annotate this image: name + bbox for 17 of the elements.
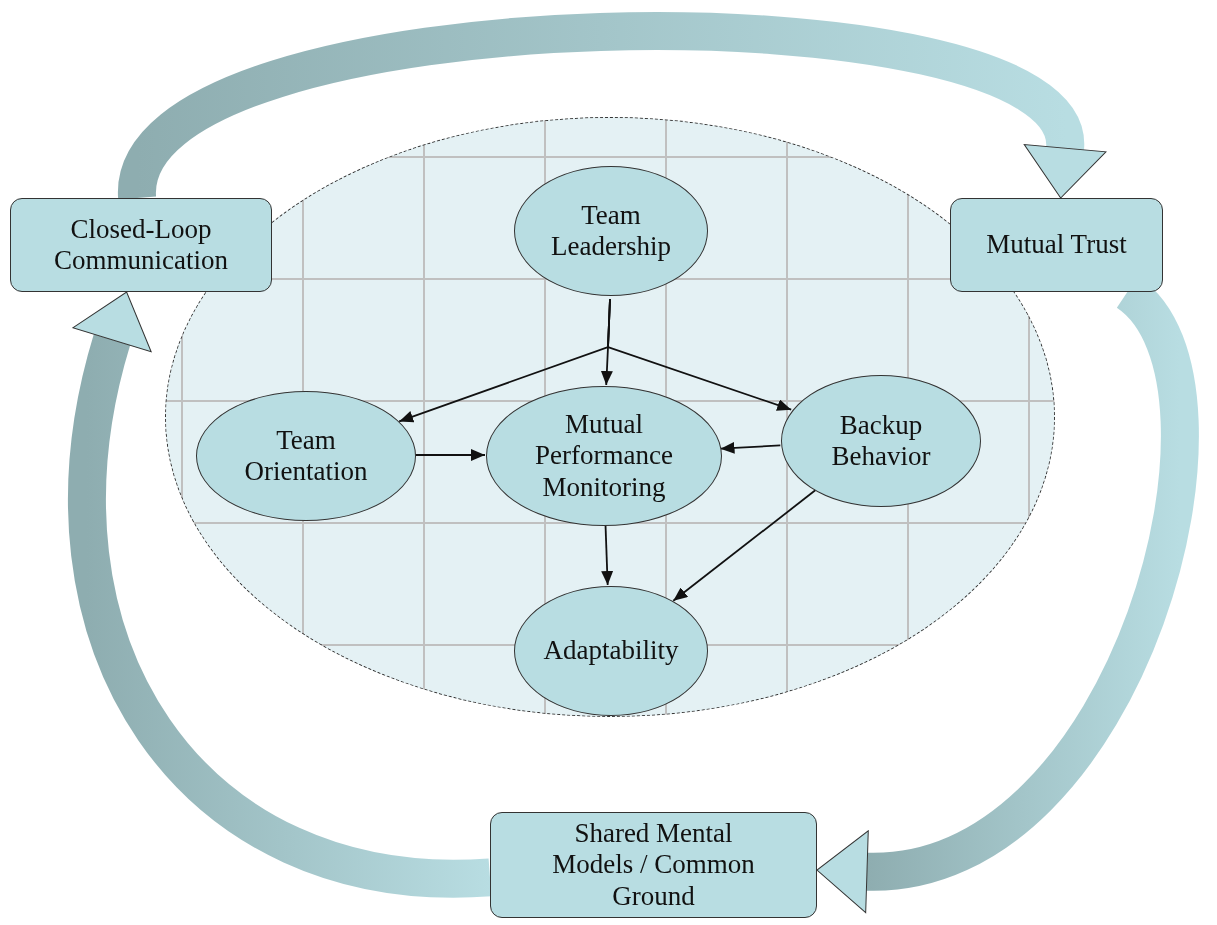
node-label: Team Orientation [243, 424, 369, 488]
arrow [672, 489, 817, 602]
node-label: Mutual Performance Monitoring [534, 409, 674, 503]
node-label: Adaptability [543, 635, 679, 667]
rounded-box [10, 198, 272, 292]
node-label: Team Leadership [550, 199, 672, 263]
arrow [414, 449, 486, 461]
node-label: Mutual Trust [986, 229, 1127, 261]
arrow [719, 441, 782, 454]
rounded-box [490, 812, 817, 918]
arrow [601, 524, 614, 586]
node-label: Shared Mental Models / Common Ground [551, 818, 756, 912]
node-label: Backup Behavior [830, 409, 932, 473]
arrow [607, 298, 793, 411]
rounded-box [950, 198, 1163, 292]
node-label: Closed-Loop Communication [53, 213, 229, 277]
block-arrow [68, 290, 491, 897]
